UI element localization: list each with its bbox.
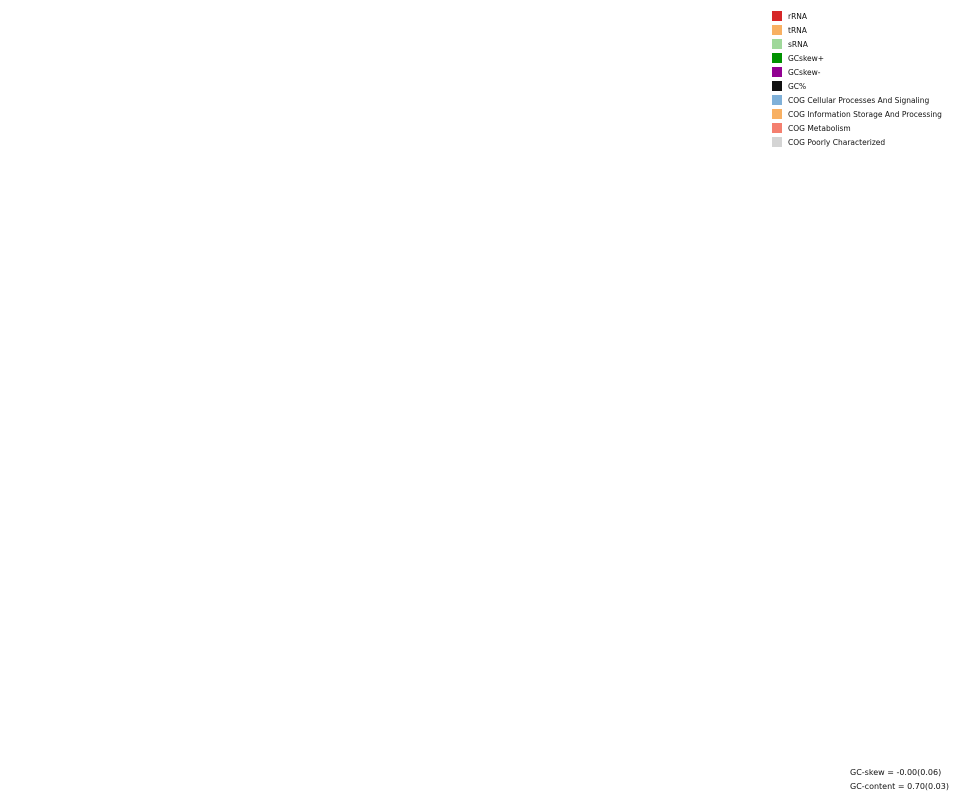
legend-label: COG Metabolism [788,123,851,133]
legend-swatch [772,81,782,91]
legend-item: GCskew+ [772,51,957,65]
legend-item: COG Information Storage And Processing [772,107,957,121]
legend-swatch [772,25,782,35]
legend-item: tRNA [772,23,957,37]
legend-swatch [772,53,782,63]
legend-item: GCskew- [772,65,957,79]
legend-label: GCskew- [788,67,821,77]
legend-label: COG Information Storage And Processing [788,109,942,119]
legend-swatch [772,67,782,77]
stats-box: GC-skew = -0.00(0.06) GC-content = 0.70(… [850,766,949,794]
legend-item: COG Metabolism [772,121,957,135]
legend-label: sRNA [788,39,808,49]
legend-label: GCskew+ [788,53,825,63]
legend-item: COG Poorly Characterized [772,135,957,149]
legend-label: GC% [788,81,807,91]
legend-swatch [772,39,782,49]
legend-label: tRNA [788,25,807,35]
legend-label: rRNA [788,11,808,21]
legend-swatch [772,95,782,105]
legend-item: rRNA [772,9,957,23]
legend-item: GC% [772,79,957,93]
legend-swatch [772,109,782,119]
gc-content-stat: GC-content = 0.70(0.03) [850,782,949,791]
legend-swatch [772,123,782,133]
legend-swatch [772,137,782,147]
legend: rRNA tRNA sRNA GCskew+ GCskew- GC% COG Cellula… [772,9,957,149]
legend-item: COG Cellular Processes And Signaling [772,93,957,107]
legend-label: COG Cellular Processes And Signaling [788,95,930,105]
gc-skew-stat: GC-skew = -0.00(0.06) [850,768,942,777]
legend-swatch [772,11,782,21]
legend-item: sRNA [772,37,957,51]
legend-label: COG Poorly Characterized [788,137,886,147]
